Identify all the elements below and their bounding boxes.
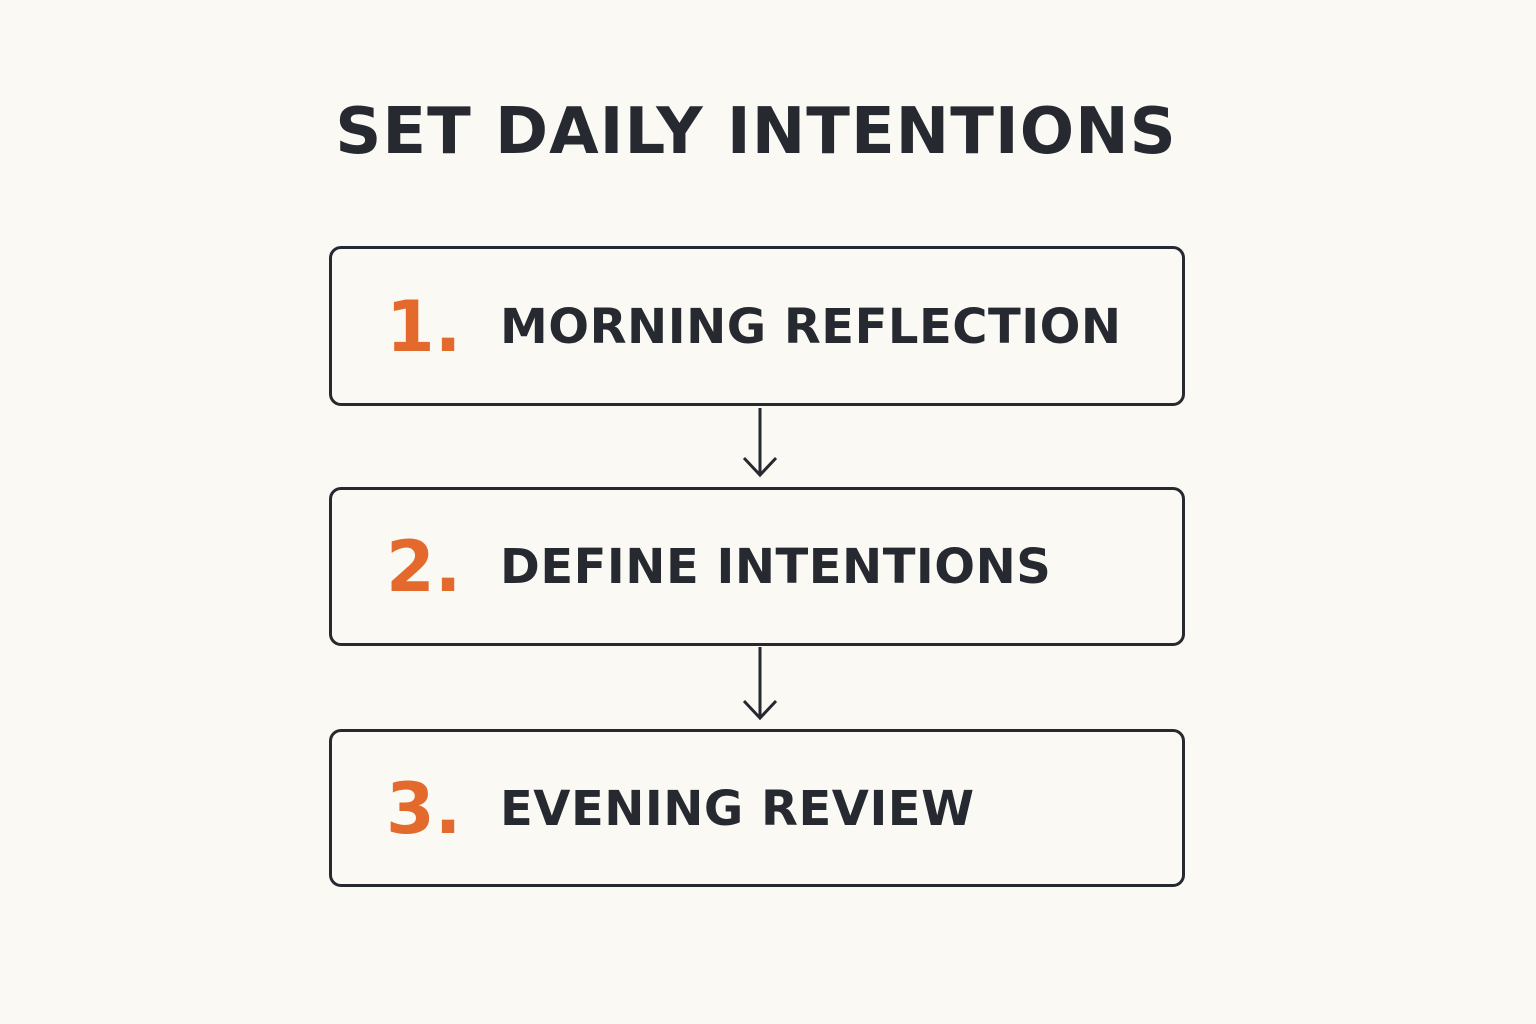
- step-box-3: 3. EVENING REVIEW: [329, 729, 1185, 887]
- arrow-down-icon: [742, 647, 778, 721]
- step-number: 1.: [386, 286, 462, 368]
- arrow-down-icon: [742, 408, 778, 478]
- step-label: EVENING REVIEW: [500, 781, 975, 837]
- diagram-title: SET DAILY INTENTIONS: [335, 95, 1177, 169]
- step-number: 3.: [386, 768, 462, 850]
- step-label: DEFINE INTENTIONS: [500, 539, 1052, 595]
- step-label: MORNING REFLECTION: [500, 299, 1122, 355]
- step-box-2: 2. DEFINE INTENTIONS: [329, 487, 1185, 646]
- step-box-1: 1. MORNING REFLECTION: [329, 246, 1185, 406]
- step-number: 2.: [386, 526, 462, 608]
